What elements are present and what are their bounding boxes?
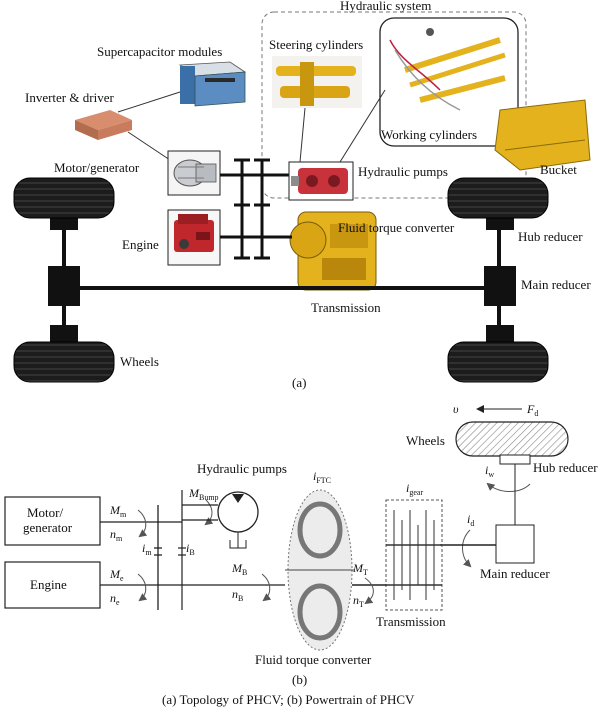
inverter-to-capacitor-line (117, 91, 181, 113)
nm-symbol: nm (110, 527, 123, 543)
mt-symbol: MT (352, 561, 368, 577)
coupling-gearbox (220, 158, 292, 260)
engine-box (4, 561, 101, 609)
main-reducer-block (495, 524, 535, 564)
force-symbol: Fd (526, 402, 538, 418)
hydraulic-system-box (261, 11, 527, 199)
engine-image (174, 214, 214, 252)
wheel-hatched (455, 421, 569, 457)
nb-symbol: nB (232, 587, 243, 603)
im-symbol: im (142, 541, 152, 557)
transmission-label-b: Transmission (376, 614, 446, 629)
hydraulic-pumps-label-b: Hydraulic pumps (197, 461, 287, 476)
engine-label: Engine (122, 237, 159, 252)
hydraulic-pump-image (291, 168, 348, 194)
supercapacitor-image (178, 61, 247, 107)
working-cylinders-label: Working cylinders (381, 127, 477, 142)
working-cylinders-box (379, 17, 519, 147)
wheels-label: Wheels (120, 354, 159, 369)
hydraulic-pumps-label: Hydraulic pumps (358, 164, 448, 179)
panel-a-label: (a) (292, 375, 306, 390)
axle-frame (48, 205, 516, 345)
panel-b: υ Fd Wheels iw Hub reducer id Main reduc… (4, 402, 598, 687)
transmission-gears (386, 510, 442, 600)
me-symbol: Me (109, 567, 124, 583)
main-reducer-label-b: Main reducer (480, 566, 550, 581)
mbump-symbol: MBump (188, 486, 219, 502)
fluid-torque-converter-label: Fluid torque converter (338, 220, 455, 235)
ne-rotation-arrow (137, 573, 148, 602)
transmission-label: Transmission (311, 300, 381, 315)
igear-symbol: igear (406, 481, 423, 497)
mb-symbol: MB (231, 561, 247, 577)
bucket-image (494, 99, 591, 171)
torque-converter-drawing (285, 489, 355, 651)
inverter-label: Inverter & driver (25, 90, 114, 105)
motor-generator-label: Motor/generator (54, 160, 140, 175)
motor-generator-box (4, 496, 101, 546)
nt-symbol: nT (353, 593, 364, 609)
panel-b-label: (b) (292, 672, 307, 687)
motor-generator-label-b1: Motor/ (27, 505, 64, 520)
id-rotation-arrow (462, 529, 472, 568)
working-cylinders-image (389, 28, 506, 111)
hub-reducer-label: Hub reducer (518, 229, 583, 244)
steering-cylinders-label: Steering cylinders (269, 37, 363, 52)
motor-generator-label-b2: generator (23, 520, 73, 535)
front-right-tire (447, 177, 549, 219)
hub-reducer-label-b: Hub reducer (533, 460, 598, 475)
iw-symbol: iw (485, 463, 494, 479)
bucket-label: Bucket (540, 162, 577, 177)
pump-to-working-line (339, 89, 386, 163)
mbump-arrow (204, 499, 214, 526)
supercapacitor-label: Supercapacitor modules (97, 44, 222, 59)
fluid-torque-converter-label-b: Fluid torque converter (255, 652, 372, 667)
main-shafts (100, 505, 285, 610)
front-left-tire (13, 177, 115, 219)
hub-rotation-arrow (486, 482, 531, 492)
transmission-box (385, 499, 443, 611)
ib-symbol: iB (186, 541, 195, 557)
nt-rotation-arrow (364, 577, 374, 605)
inverter-image (75, 110, 132, 140)
main-reducer-label: Main reducer (521, 277, 591, 292)
hydraulic-system-label: Hydraulic system (340, 0, 431, 13)
rear-right-tire (447, 341, 549, 383)
id-symbol: id (467, 512, 474, 528)
ne-symbol: ne (110, 591, 120, 607)
iftc-symbol: iFTC (313, 469, 331, 485)
rear-left-tire (13, 341, 115, 383)
nm-rotation-arrow (137, 509, 148, 538)
steering-cylinders-image (272, 56, 362, 108)
panel-a: Hydraulic system Working cylinders Steer… (13, 0, 591, 390)
hub-reducer-block (499, 454, 531, 465)
nb-rotation-arrow (261, 573, 272, 602)
mm-symbol: Mm (109, 503, 127, 519)
pump-triangle (232, 494, 244, 503)
transmission-image (289, 211, 377, 291)
figure-caption: (a) Topology of PHCV; (b) Powertrain of … (162, 692, 415, 707)
engine-label-b: Engine (30, 577, 67, 592)
pump-coupling (178, 490, 218, 610)
pump-to-steering-line (299, 107, 306, 163)
velocity-symbol: υ (453, 402, 459, 416)
inverter-to-motor-line (127, 131, 171, 161)
motor-image (173, 159, 217, 187)
wheels-label-b: Wheels (406, 433, 445, 448)
